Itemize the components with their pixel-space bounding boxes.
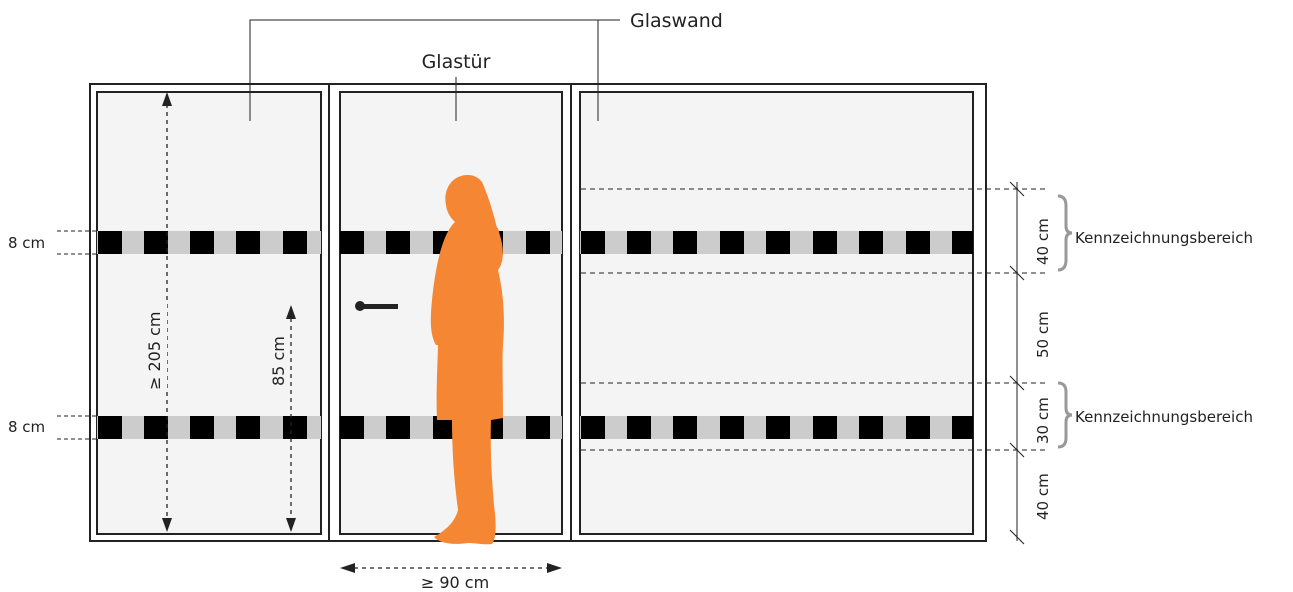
marking-brace-lower xyxy=(1057,381,1073,449)
panel-left xyxy=(96,91,322,535)
marking-brace-upper xyxy=(1057,194,1073,272)
person-silhouette-icon xyxy=(430,175,504,545)
door-handle-icon xyxy=(355,301,398,311)
stripe-upper xyxy=(97,231,973,254)
door-height-label: ≥ 205 cm xyxy=(145,312,164,391)
zone-middle-label: 50 cm xyxy=(1034,311,1052,358)
handle-height-dimension xyxy=(286,305,296,532)
stripe-lower xyxy=(97,416,973,439)
glass-wall-label: Glaswand xyxy=(630,10,723,32)
zone-bottom-label: 40 cm xyxy=(1034,473,1052,520)
zone-lower-marking-label: 30 cm xyxy=(1034,397,1052,444)
stripe-lower-label: 8 cm xyxy=(8,418,45,436)
glass-door-label: Glastür xyxy=(422,51,491,73)
handle-height-label: 85 cm xyxy=(269,336,288,386)
zone-dimension-line xyxy=(1009,181,1025,545)
door-width-label: ≥ 90 cm xyxy=(421,573,489,592)
stripe-upper-label: 8 cm xyxy=(8,234,45,252)
outer-frame xyxy=(89,83,987,542)
marking-area-upper-label: Kennzeichnungsbereich xyxy=(1075,229,1253,247)
zone-upper-marking-label: 40 cm xyxy=(1034,218,1052,265)
glass-wall-leader xyxy=(249,19,620,121)
panel-right xyxy=(579,91,974,535)
marking-area-lower-label: Kennzeichnungsbereich xyxy=(1075,408,1253,426)
door-width-dimension xyxy=(340,563,562,573)
